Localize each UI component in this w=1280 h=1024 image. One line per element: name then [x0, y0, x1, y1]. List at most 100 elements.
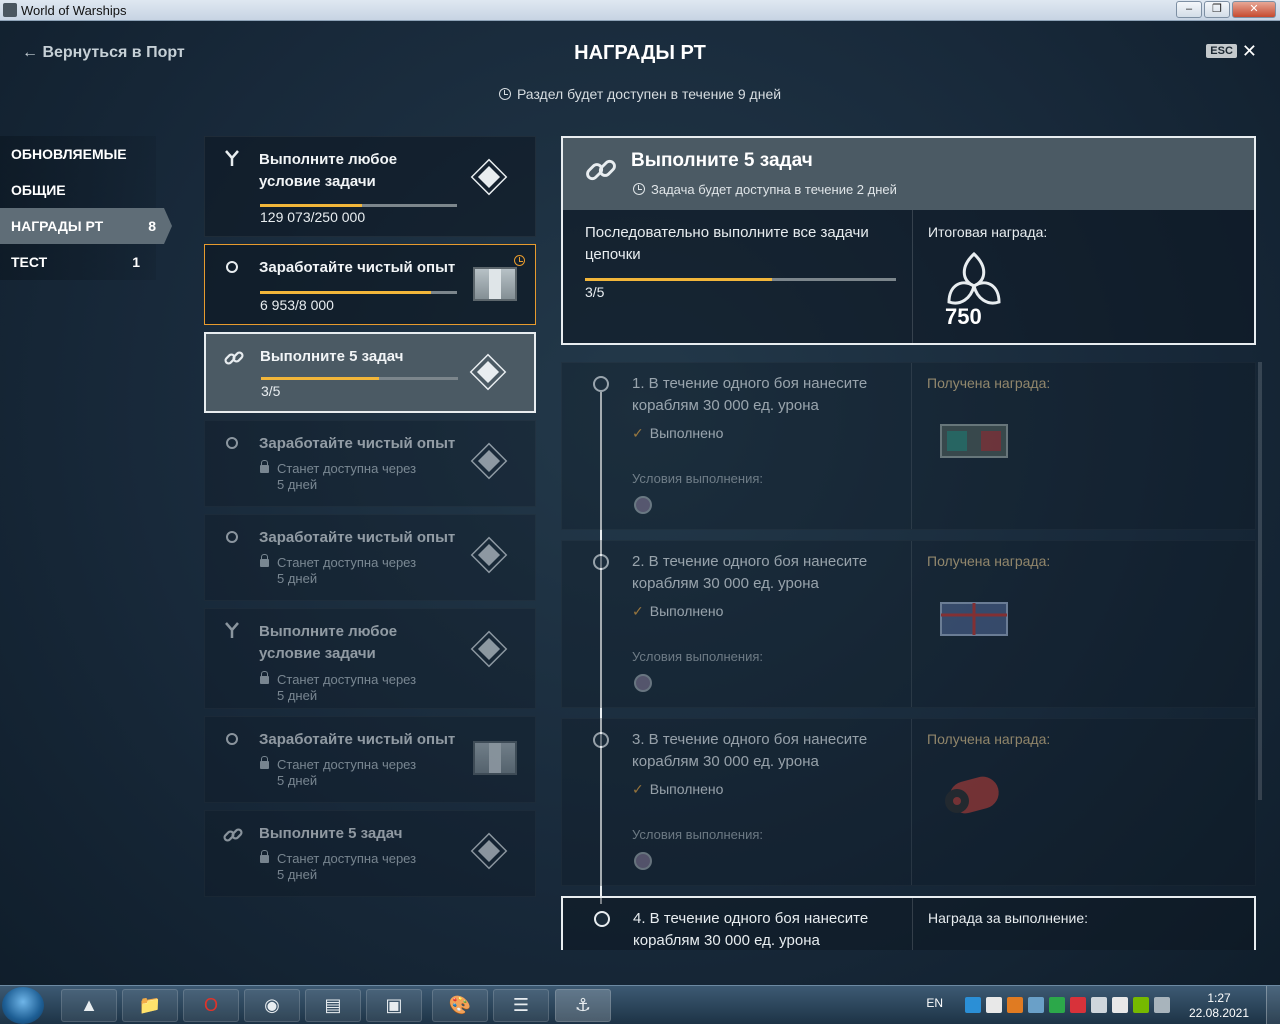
- time: 1:27: [1207, 991, 1231, 1005]
- task-card[interactable]: Заработайте чистый опыт 6 953/8 000: [204, 244, 536, 325]
- volume-icon[interactable]: [1091, 997, 1107, 1013]
- sidebar-item-updatable[interactable]: ОБНОВЛЯЕМЫЕ: [0, 136, 156, 172]
- taskbar-clock[interactable]: 1:27 22.08.2021: [1184, 991, 1254, 1021]
- chrome-icon[interactable]: ◉: [244, 989, 300, 1022]
- task-list: Выполните любое условие задачи 129 073/2…: [204, 136, 536, 904]
- sidebar-item-count: 8: [148, 218, 156, 234]
- paint-icon[interactable]: 🎨: [432, 989, 488, 1022]
- step-text: 1. В течение одного боя нанесите корабля…: [632, 375, 868, 414]
- window-title-bar: World of Warships – ❐ ✕: [0, 0, 1280, 21]
- step-node-icon: [593, 554, 609, 570]
- notepad-icon[interactable]: ▤: [305, 989, 361, 1022]
- task-card-locked[interactable]: Заработайте чистый опыт Станет доступна …: [204, 420, 536, 507]
- sidebar-item-test[interactable]: ТЕСТ 1: [0, 244, 156, 280]
- diamond-reward-icon: [469, 353, 507, 391]
- checkmark-icon: ✓: [632, 603, 644, 619]
- world-of-warships-taskbar-icon[interactable]: ⚓: [555, 989, 611, 1022]
- task-progress-text: 129 073/250 000: [260, 209, 366, 225]
- tray-icon[interactable]: [1049, 997, 1065, 1013]
- task-name: Выполните 5 задач: [260, 348, 404, 365]
- chain-step[interactable]: 1. В течение одного боя нанесите корабля…: [561, 362, 1256, 530]
- language-indicator[interactable]: EN: [926, 996, 943, 1010]
- close-window-button[interactable]: ✕: [1232, 1, 1276, 18]
- lock-icon: [260, 850, 269, 863]
- maximize-button[interactable]: ❐: [1204, 1, 1230, 18]
- step-status: ✓Выполнено: [632, 603, 724, 619]
- tray-icon[interactable]: [1028, 997, 1044, 1013]
- tray-icon[interactable]: [1070, 997, 1086, 1013]
- task-progress-bar: [260, 204, 457, 207]
- tray-icon[interactable]: [965, 997, 981, 1013]
- network-icon[interactable]: [1154, 997, 1170, 1013]
- lock-icon: [260, 671, 269, 684]
- task-progress-fill: [260, 204, 363, 207]
- crate-reward-icon: [473, 267, 517, 301]
- close-icon[interactable]: ✕: [1241, 41, 1257, 61]
- task-card-locked[interactable]: Выполните любое условие задачи Станет до…: [204, 608, 536, 709]
- task-card[interactable]: Выполните любое условие задачи 129 073/2…: [204, 136, 536, 237]
- flag-icon[interactable]: [1112, 997, 1128, 1013]
- clock-icon: [498, 88, 511, 100]
- task-card-locked[interactable]: Заработайте чистый опыт Станет доступна …: [204, 514, 536, 601]
- step-status: ✓Выполнено: [632, 781, 724, 797]
- task-progress-text: 3/5: [261, 383, 281, 399]
- fork-icon: [223, 149, 241, 167]
- task-card-selected[interactable]: Выполните 5 задач 3/5: [204, 332, 536, 413]
- lock-icon: [260, 554, 269, 567]
- monitor-icon[interactable]: ▣: [366, 989, 422, 1022]
- esc-close-button[interactable]: ESC ✕: [1206, 41, 1257, 61]
- sidebar: ОБНОВЛЯЕМЫЕ ОБЩИЕ НАГРАДЫ РТ 8 ТЕСТ 1: [0, 136, 172, 280]
- chain-step[interactable]: 3. В течение одного боя нанесите корабля…: [561, 718, 1256, 886]
- scrollbar[interactable]: [1258, 362, 1262, 800]
- camouflage-reward-icon: [945, 776, 999, 814]
- step-status: ✓Выполнено: [632, 425, 724, 441]
- condition-icon[interactable]: [634, 674, 652, 692]
- final-reward-label: Итоговая награда:: [928, 224, 1048, 240]
- nvidia-icon[interactable]: [1133, 997, 1149, 1013]
- task-name: Заработайте чистый опыт: [259, 435, 456, 452]
- step-node-icon: [593, 732, 609, 748]
- chain-step[interactable]: 2. В течение одного боя нанесите корабля…: [561, 540, 1256, 708]
- back-to-port-link[interactable]: ← Вернуться в Порт: [22, 44, 185, 61]
- checkmark-icon: ✓: [632, 425, 644, 441]
- circle-icon: [226, 531, 238, 543]
- chain-step-current[interactable]: 4. В течение одного боя нанесите корабля…: [561, 896, 1256, 950]
- task-name: Выполните любое условие задачи: [259, 151, 398, 190]
- sidebar-item-rt-rewards[interactable]: НАГРАДЫ РТ 8: [0, 208, 172, 244]
- show-desktop-button[interactable]: [1266, 986, 1280, 1024]
- tray-icon[interactable]: [986, 997, 1002, 1013]
- windows-taskbar: ▲ 📁 O ◉ ▤ ▣ 🎨 ☰ ⚓ EN 1:27 22.08.2021: [0, 985, 1280, 1024]
- sidebar-item-general[interactable]: ОБЩИЕ: [0, 172, 156, 208]
- task-name: Заработайте чистый опыт: [259, 529, 456, 546]
- fork-icon: [223, 621, 241, 639]
- taskbar-app-icon[interactable]: ▲: [61, 989, 117, 1022]
- step-reward-label: Получена награда:: [927, 375, 1051, 391]
- minimize-button[interactable]: –: [1176, 1, 1202, 18]
- container-reward-icon: [940, 424, 1008, 458]
- start-button[interactable]: [2, 987, 44, 1024]
- detail-progress-text: 3/5: [585, 284, 605, 300]
- condition-icon[interactable]: [634, 852, 652, 870]
- task-card-locked[interactable]: Заработайте чистый опыт Станет доступна …: [204, 716, 536, 803]
- condition-icon[interactable]: [634, 496, 652, 514]
- menu-app-icon[interactable]: ☰: [493, 989, 549, 1022]
- circle-icon: [226, 261, 238, 273]
- detail-header: Выполните 5 задач Задача будет доступна …: [563, 138, 1254, 210]
- timer-icon: [514, 254, 525, 268]
- app-icon: [3, 3, 17, 17]
- chain-connector-line: [600, 392, 602, 904]
- page-title: НАГРАДЫ РТ: [574, 42, 706, 64]
- opera-icon[interactable]: O: [183, 989, 239, 1022]
- tray-icon[interactable]: [1007, 997, 1023, 1013]
- chain-link-icon: [224, 348, 244, 366]
- folder-icon[interactable]: 📁: [122, 989, 178, 1022]
- step-conditions-label: Условия выполнения:: [632, 649, 763, 664]
- task-name: Выполните 5 задач: [259, 825, 403, 842]
- clock-icon: [633, 183, 645, 195]
- task-progress-text: 6 953/8 000: [260, 297, 334, 313]
- crate-reward-icon: [473, 741, 517, 775]
